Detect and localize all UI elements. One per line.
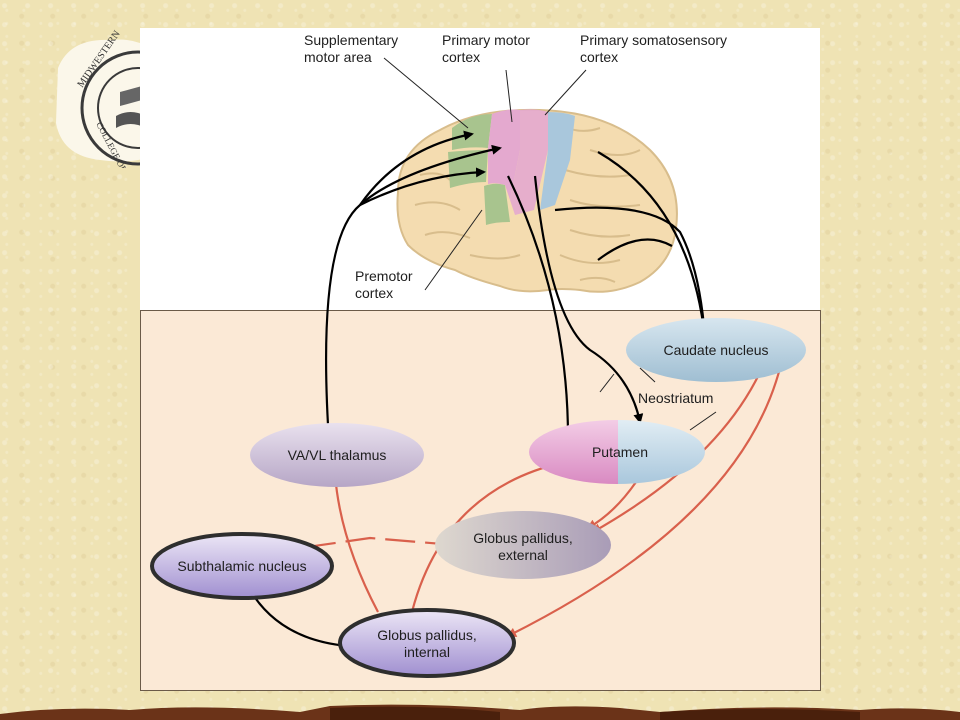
arrow-thalamus-to-motor [359, 144, 502, 206]
va-vl-thalamus-label: VA/VL thalamus [287, 447, 387, 463]
somatosensory-label-line1: Primary somatosensory [580, 32, 728, 48]
arrow-gpe-to-subthalamic [298, 536, 456, 552]
caudate-nucleus-label: Caudate nucleus [663, 342, 769, 358]
arrow-somatosensory-to-putamen [533, 175, 644, 424]
arrow-caudate-to-gpi [506, 367, 782, 637]
premotor-label-line2: cortex [355, 285, 394, 301]
globus-pallidus-internal-node [338, 608, 516, 678]
inhibitory-pathways [298, 367, 782, 637]
arrow-thalamus-to-premotor [359, 167, 486, 206]
leader-lines [383, 57, 717, 431]
primary-motor-label-line2: cortex [442, 49, 481, 65]
supplementary-label-line1: Supplementary [304, 32, 399, 48]
subthalamic-nucleus-label: Subthalamic nucleus [177, 558, 307, 574]
putamen-node [529, 420, 705, 484]
supplementary-label-line2: motor area [304, 49, 372, 65]
gpi-label-line2: internal [404, 644, 450, 660]
arrow-putamen-to-gpi [406, 460, 566, 622]
primary-motor-label-line1: Primary motor [442, 32, 530, 48]
arrow-motor-to-putamen [507, 175, 573, 440]
putamen-label: Putamen [591, 444, 649, 460]
gpe-label-line1: Globus pallidus, [473, 530, 573, 546]
gpi-label-line1: Globus pallidus, [377, 627, 477, 643]
globus-pallidus-external-label: Globus pallidus, external [435, 530, 611, 564]
primary-motor-cortex-label: Primary motor cortex [442, 32, 530, 66]
primary-somatosensory-cortex-label: Primary somatosensory cortex [580, 32, 727, 66]
premotor-label-line1: Premotor [355, 268, 413, 284]
globus-pallidus-internal-label: Globus pallidus, internal [340, 627, 514, 661]
arrow-subthalamic-to-gpi [249, 589, 350, 651]
neostriatum-label: Neostriatum [638, 390, 714, 406]
arrow-cortex-to-caudate-3 [597, 238, 673, 261]
premotor-cortex-label: Premotor cortex [355, 268, 413, 302]
decorative-bottom-border [0, 704, 960, 720]
subthalamic-nucleus-node [150, 532, 334, 600]
supplementary-motor-area-label: Supplementary motor area [304, 32, 398, 66]
arrow-thalamus-to-supplementary [324, 130, 474, 426]
excitatory-pathways [249, 130, 710, 651]
globus-pallidus-external-node [435, 511, 611, 579]
somatosensory-label-line2: cortex [580, 49, 619, 65]
caudate-nucleus-node [626, 318, 806, 382]
va-vl-thalamus-node [250, 423, 424, 487]
gpe-label-line2: external [498, 547, 548, 563]
arrow-cortex-to-caudate-2 [554, 206, 707, 339]
arrow-gpi-to-thalamus [330, 472, 379, 613]
